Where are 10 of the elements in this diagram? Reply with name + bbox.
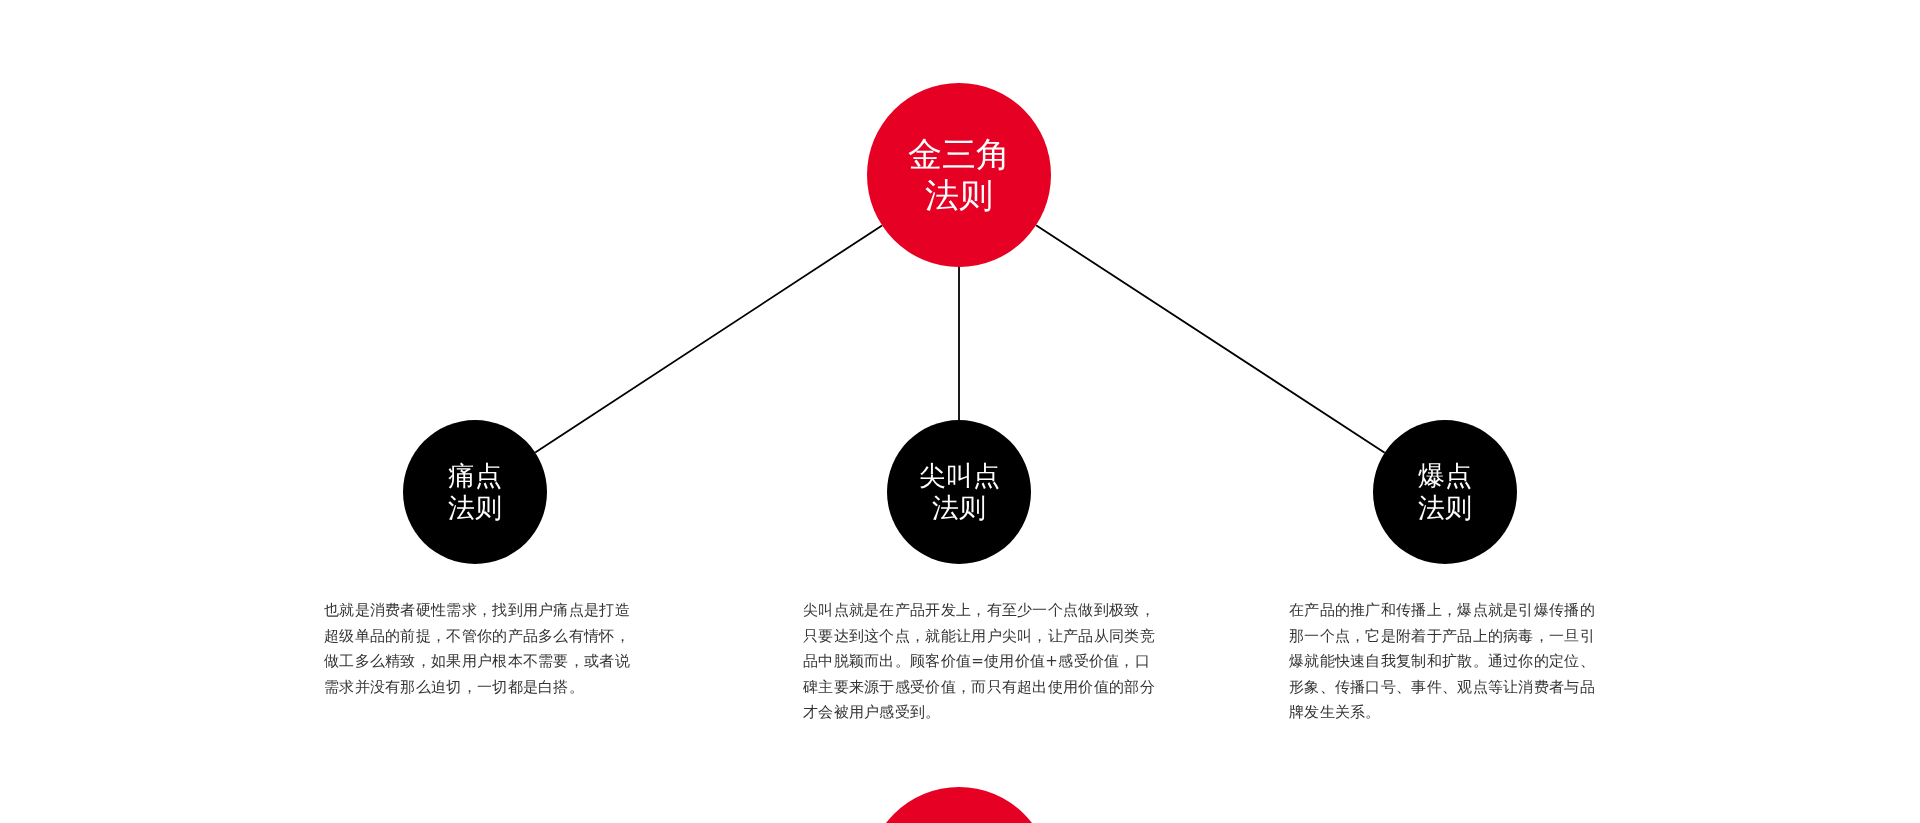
circle-node: 痛点法则	[403, 420, 547, 564]
connector-line	[958, 266, 960, 421]
connector-line	[534, 224, 883, 454]
circle-node: 金三角法则	[867, 83, 1051, 267]
circle-node: 爆点法则	[1373, 420, 1517, 564]
connector-line	[1035, 224, 1386, 454]
circle-node: 尖叫点法则	[887, 420, 1031, 564]
description-text: 在产品的推广和传播上，爆点就是引爆传播的那一个点，它是附着于产品上的病毒，一旦引爆就能快速自我复制和扩散。通过你的定位、形象、传播口号、事件、观点等让消费者与品牌发生关系。	[1289, 600, 1596, 723]
description-text: 也就是消费者硬性需求，找到用户痛点是打造超级单品的前提，不管你的产品多么有情怀，做工多么精致，如果用户根本不需要，或者说需求并没有那么迫切，一切都是白搭。	[324, 600, 631, 698]
description-text: 尖叫点就是在产品开发上，有至少一个点做到极致，只要达到这个点，就能让用户尖叫，让产品从同类竞品中脱颖而出。顾客价值=使用价值+感受价值，口碑主要来源于感受价值，而只有超出使用价值的部分才会被用户感受到。	[803, 600, 1155, 723]
